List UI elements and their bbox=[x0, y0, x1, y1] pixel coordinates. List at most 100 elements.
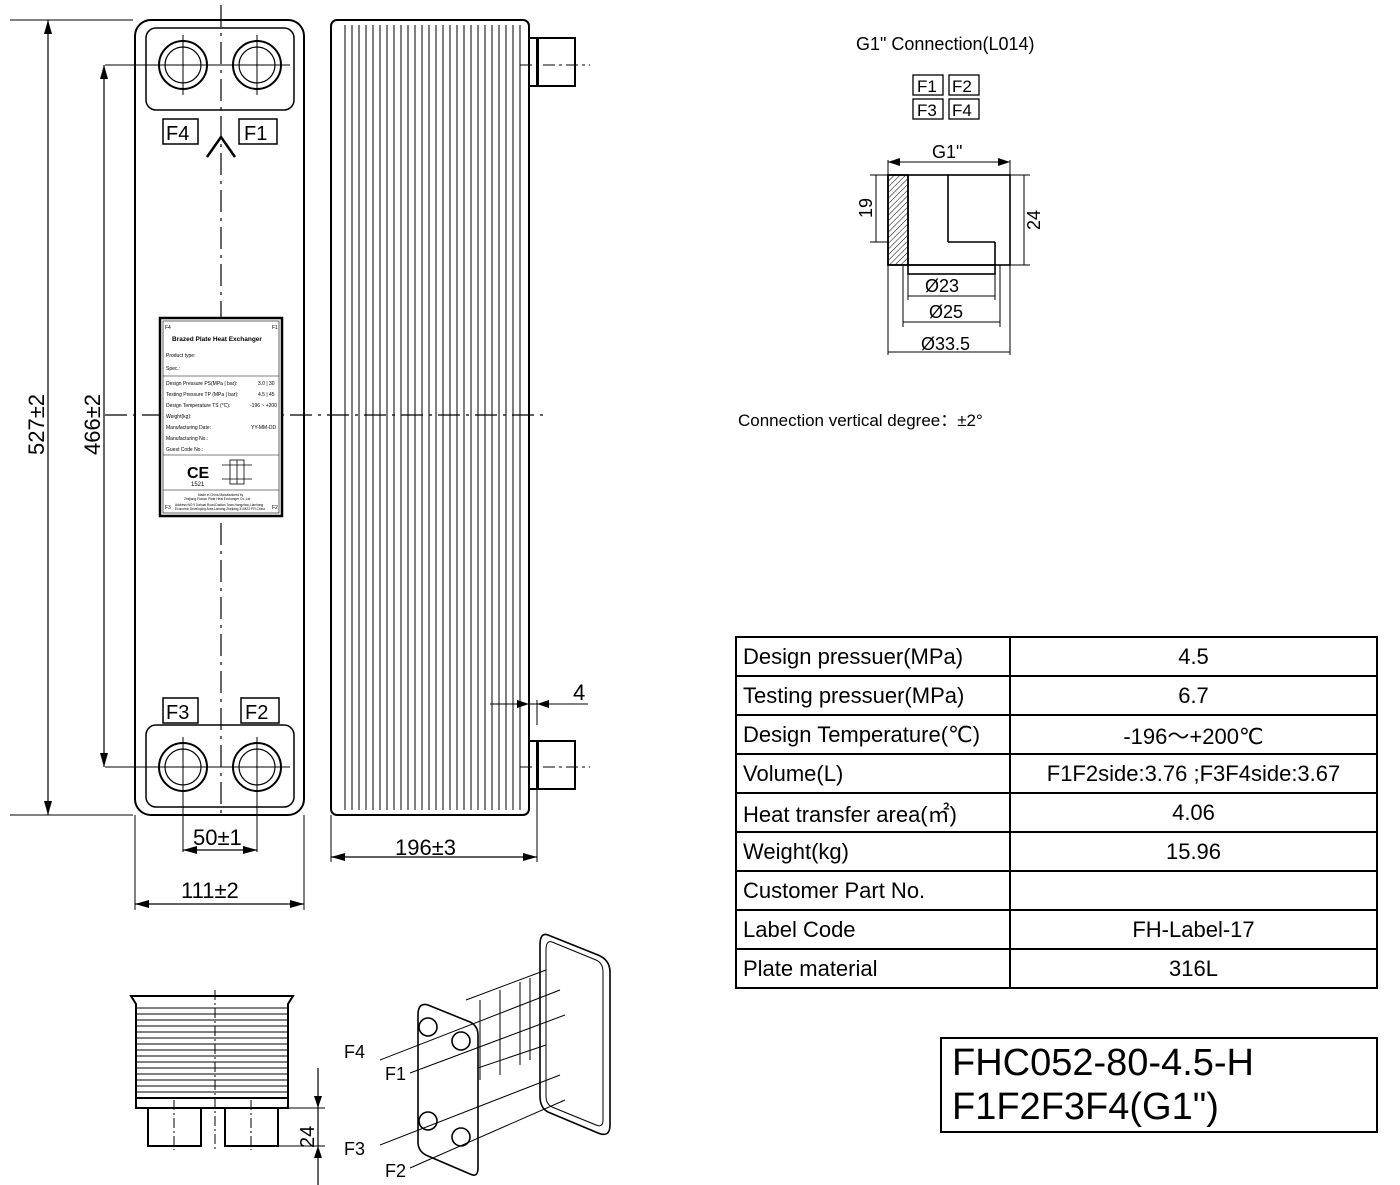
dim-d23: Ø23 bbox=[925, 276, 959, 296]
svg-text:F4: F4 bbox=[952, 101, 972, 120]
connection-title: G1" Connection(L014) bbox=[856, 34, 1035, 54]
svg-text:F4: F4 bbox=[165, 325, 171, 331]
dim-d25: Ø25 bbox=[929, 302, 963, 322]
side-connection-bottom bbox=[536, 740, 576, 790]
dim-thread: G1" bbox=[932, 142, 962, 162]
svg-text:Economic Developing Area,Lisha: Economic Developing Area,Lishang,Zhejian… bbox=[175, 507, 265, 511]
svg-text:Guest Code No.:: Guest Code No.: bbox=[166, 447, 203, 453]
port-label-f1: F1 bbox=[244, 123, 267, 145]
spec-label: Design Temperature(℃) bbox=[735, 714, 1011, 755]
flow-arrow-icon bbox=[205, 134, 237, 158]
spec-value: 4.5 bbox=[1009, 636, 1378, 677]
spec-row: Testing pressuer(MPa)6.7 bbox=[735, 675, 1378, 716]
flow-diagram-icon bbox=[222, 459, 252, 485]
svg-text:Product type:: Product type: bbox=[166, 353, 195, 359]
iso-label-f1: F1 bbox=[385, 1064, 406, 1084]
svg-text:F2: F2 bbox=[952, 77, 972, 96]
svg-text:Weight(kg):: Weight(kg): bbox=[166, 414, 191, 420]
dim-width: 111±2 bbox=[181, 878, 239, 903]
svg-text:Address:NO.9 Dahuai Road,Dadia: Address:NO.9 Dahuai Road,Dadian Town,Han… bbox=[175, 503, 263, 507]
svg-text:Zhejiang Flowcn Plate Heat Exc: Zhejiang Flowcn Plate Heat Exchanger Co.… bbox=[184, 497, 250, 501]
svg-text:Made in China Manufactured by: Made in China Manufactured by bbox=[198, 493, 244, 497]
spec-label: Volume(L) bbox=[735, 753, 1011, 794]
front-view bbox=[10, 5, 545, 910]
spec-label: Weight(kg) bbox=[735, 831, 1011, 872]
spec-row: Design Temperature(℃)-196～+200℃ bbox=[735, 714, 1378, 755]
svg-text:Spec.:: Spec.: bbox=[166, 366, 180, 372]
spec-label: Label Code bbox=[735, 909, 1011, 950]
spec-label: Plate material bbox=[735, 948, 1011, 989]
vertical-degree-note: Connection vertical degree：±2° bbox=[738, 411, 983, 430]
svg-text:F1: F1 bbox=[272, 325, 278, 331]
spec-label: Heat transfer area(㎡) bbox=[735, 792, 1011, 833]
model-line-2: F1F2F3F4(G1") bbox=[952, 1086, 1219, 1128]
dim-port-pitch-vertical: 466±2 bbox=[80, 394, 105, 455]
side-view-labels: 196±3 4 bbox=[395, 680, 585, 860]
spec-value bbox=[1009, 870, 1378, 911]
port-label-f3: F3 bbox=[166, 702, 189, 724]
side-connection-top bbox=[536, 37, 576, 87]
spec-row: Customer Part No. bbox=[735, 870, 1378, 911]
svg-text:Design Pressure PS(MPa | bar):: Design Pressure PS(MPa | bar): bbox=[166, 381, 237, 387]
spec-value: 15.96 bbox=[1009, 831, 1378, 872]
svg-text:Manufacturing No.:: Manufacturing No.: bbox=[166, 436, 208, 442]
port-label-f2: F2 bbox=[245, 702, 268, 724]
dim-24: 24 bbox=[1024, 210, 1044, 230]
connection-legend: F1 F2 F3 F4 bbox=[912, 74, 980, 120]
dim-offset: 4 bbox=[573, 680, 585, 705]
svg-text:3.0 | 30: 3.0 | 30 bbox=[258, 381, 275, 387]
svg-text:4.5 | 45: 4.5 | 45 bbox=[258, 392, 275, 398]
spec-label: Customer Part No. bbox=[735, 870, 1011, 911]
model-line-1: FHC052-80-4.5-H bbox=[952, 1042, 1254, 1084]
top-port-frame bbox=[145, 27, 295, 111]
svg-text:F1: F1 bbox=[917, 77, 937, 96]
svg-text:-196 ~ +200: -196 ~ +200 bbox=[250, 403, 277, 409]
dim-d335: Ø33.5 bbox=[921, 334, 970, 354]
svg-text:F2: F2 bbox=[272, 505, 278, 511]
dim-overall-height: 527±2 bbox=[24, 394, 49, 455]
spec-label: Testing pressuer(MPa) bbox=[735, 675, 1011, 716]
svg-text:YY-MM-DD: YY-MM-DD bbox=[251, 425, 276, 431]
nameplate-title: Brazed Plate Heat Exchanger bbox=[172, 336, 262, 343]
spec-value: F1F2side:3.76 ;F3F4side:3.67 bbox=[1009, 753, 1378, 794]
front-view-labels: F4 F1 F3 F2 527±2 466±2 50±1 111±2 bbox=[24, 123, 268, 903]
svg-text:F3: F3 bbox=[165, 505, 171, 511]
dim-port-pitch-horizontal: 50±1 bbox=[193, 825, 242, 850]
iso-view-labels: F4 F1 F3 F2 bbox=[344, 1042, 406, 1181]
svg-text:F3: F3 bbox=[917, 101, 937, 120]
nameplate: F4 F1 F3 F2 Brazed Plate Heat Exchanger … bbox=[158, 316, 284, 518]
spec-value: 316L bbox=[1009, 948, 1378, 989]
port-label-f4: F4 bbox=[166, 123, 189, 145]
svg-text:Testing Pressure TP (MPa | bar: Testing Pressure TP (MPa | bar): bbox=[166, 392, 239, 398]
iso-label-f2: F2 bbox=[385, 1161, 406, 1181]
bottom-port-frame bbox=[145, 724, 295, 808]
side-body bbox=[330, 19, 530, 816]
svg-text:Manufacturing Date:: Manufacturing Date: bbox=[166, 425, 211, 431]
dim-19: 19 bbox=[856, 198, 876, 218]
spec-value: -196～+200℃ bbox=[1009, 714, 1378, 755]
bottom-view bbox=[129, 990, 325, 1185]
spec-value: FH-Label-17 bbox=[1009, 909, 1378, 950]
connection-section-labels: G1" 19 24 Ø23 Ø25 Ø33.5 bbox=[856, 142, 1044, 354]
iso-label-f4: F4 bbox=[344, 1042, 365, 1062]
spec-value: 6.7 bbox=[1009, 675, 1378, 716]
dim-depth: 196±3 bbox=[395, 835, 456, 860]
iso-label-f3: F3 bbox=[344, 1139, 365, 1159]
spec-row: Weight(kg)15.96 bbox=[735, 831, 1378, 872]
spec-row: Volume(L)F1F2side:3.76 ;F3F4side:3.67 bbox=[735, 753, 1378, 794]
svg-text:1521: 1521 bbox=[191, 482, 205, 488]
iso-view bbox=[379, 933, 611, 1176]
plate-body bbox=[134, 19, 305, 816]
side-view bbox=[330, 19, 590, 862]
ce-mark-icon: CE bbox=[187, 465, 210, 482]
connection-section bbox=[870, 158, 1030, 355]
dim-connection-height: 24 bbox=[297, 1126, 319, 1148]
spec-label: Design pressuer(MPa) bbox=[735, 636, 1011, 677]
model-designation: FHC052-80-4.5-H F1F2F3F4(G1") bbox=[940, 1037, 1378, 1133]
spec-row: Design pressuer(MPa)4.5 bbox=[735, 636, 1378, 677]
spec-row: Heat transfer area(㎡)4.06 bbox=[735, 792, 1378, 833]
